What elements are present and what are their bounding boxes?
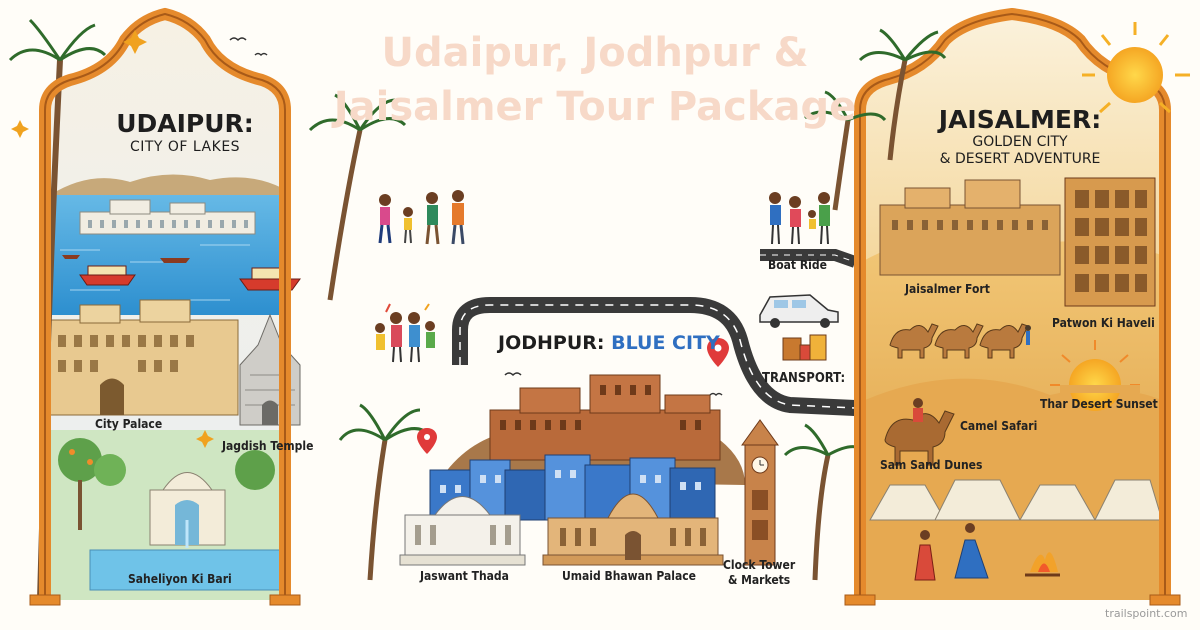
label-camel-safari: Camel Safari: [960, 419, 1038, 433]
patwon-ki-haveli: [1064, 177, 1156, 307]
family-group-cheering: [375, 303, 435, 363]
luggage: [782, 334, 827, 361]
label-thar-desert-sunset: Thar Desert Sunset: [1040, 397, 1158, 411]
label-jaisalmer-fort: Jaisalmer Fort: [905, 282, 990, 296]
sparkles-left: [11, 30, 214, 448]
label-boat-ride: Boat Ride: [768, 258, 827, 272]
label-umaid-bhawan: Umaid Bhawan Palace: [562, 569, 696, 583]
map-pin-jodhpur: [707, 338, 729, 367]
udaipur-heading: UDAIPUR: CITY OF LAKES: [115, 110, 255, 156]
family-group-boat: [769, 192, 830, 245]
birds-left: [229, 37, 268, 57]
label-transport: TRANSPORT:: [762, 371, 846, 386]
jaisalmer-subtitle-1: GOLDEN CITY: [972, 134, 1068, 150]
transport-car: [759, 294, 839, 328]
family-group-top: [378, 190, 465, 245]
palm-tree-jodhpur-left: [338, 403, 432, 581]
folk-dancers: [914, 523, 989, 581]
label-jagdish-temple: Jagdish Temple: [222, 439, 314, 453]
label-sam-sand-dunes: Sam Sand Dunes: [880, 458, 983, 472]
camel-safari-rider: [884, 398, 955, 466]
palm-tree-mid: [308, 93, 407, 301]
udaipur-panel: [8, 7, 301, 606]
udaipur-hills: [50, 174, 282, 200]
page-title: Udaipur, Jodhpur & Jaisalmer Tour Packag…: [325, 26, 865, 134]
label-clock-tower: Clock Tower & Markets: [723, 558, 795, 588]
palm-tree-right: [858, 28, 947, 161]
birds-jodhpur: [504, 372, 723, 397]
jaisalmer-panel: [844, 7, 1181, 606]
palm-tree-center-right: [804, 90, 887, 211]
udaipur-subtitle: CITY OF LAKES: [129, 139, 241, 155]
clock-tower: [741, 419, 779, 566]
sun-top-right: [1082, 22, 1190, 114]
label-saheliyon-ki-bari: Saheliyon Ki Bari: [128, 572, 232, 586]
jodhpur-scene: [399, 372, 867, 581]
lake-palace: [79, 199, 256, 235]
camel-caravan: [889, 323, 1029, 359]
label-patwon-ki-haveli: Patwon Ki Haveli: [1052, 316, 1155, 330]
desert-tents: [869, 479, 1163, 521]
label-city-palace: City Palace: [95, 417, 163, 431]
jaswant-thada: [399, 496, 526, 566]
mehrangarh-fort: [489, 374, 721, 461]
watermark: trailspoint.com: [1105, 607, 1188, 620]
jaisalmer-heading: JAISALMER: GOLDEN CITY & DESERT ADVENTUR…: [920, 106, 1120, 168]
campfire: [1025, 552, 1060, 577]
jodhpur-accent: BLUE CITY: [611, 332, 720, 354]
label-clock-tower-line1: Clock Tower: [723, 558, 796, 572]
map-pin-fort: [417, 428, 437, 454]
label-clock-tower-line2: & Markets: [727, 573, 791, 587]
jaisalmer-subtitle-2: & DESERT ADVENTURE: [939, 151, 1101, 167]
jodhpur-heading: JODHPUR: BLUE CITY: [498, 332, 720, 354]
udaipur-title: UDAIPUR:: [116, 109, 254, 138]
page-title-text: Udaipur, Jodhpur & Jaisalmer Tour Packag…: [333, 30, 857, 130]
thar-sunset: [1050, 340, 1140, 411]
umaid-bhawan-palace: [542, 493, 724, 566]
garden-trees: [58, 438, 275, 530]
jodhpur-title: JODHPUR:: [498, 332, 605, 354]
label-jaswant-thada: Jaswant Thada: [420, 569, 509, 583]
jaisalmer-title: JAISALMER:: [938, 105, 1102, 134]
palm-tree-jodhpur-right: [783, 423, 867, 581]
boat-red-1: [79, 265, 136, 286]
jaisalmer-fort: [879, 179, 1061, 276]
